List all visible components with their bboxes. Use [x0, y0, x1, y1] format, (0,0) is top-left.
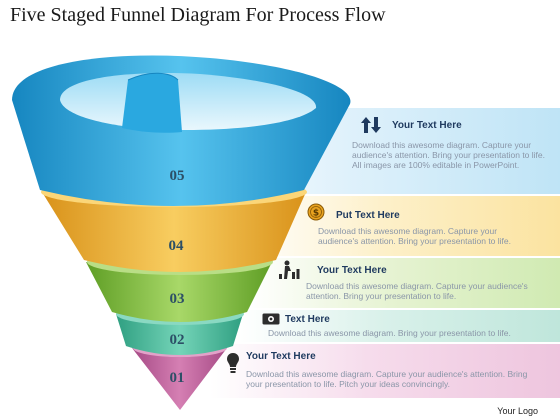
page-title: Five Staged Funnel Diagram For Process F…	[10, 4, 386, 26]
svg-text:$: $	[313, 209, 319, 219]
stage-band-03	[250, 258, 560, 308]
stage-description-04: Download this awesome diagram. Capture y…	[318, 226, 511, 246]
light-bulb-icon	[227, 353, 239, 373]
stage-heading-05: Your Text Here	[392, 120, 462, 131]
dollar-coin-icon: $	[307, 203, 325, 221]
stage-description-03: Download this awesome diagram. Capture y…	[306, 281, 528, 301]
footer-logo-text: Your Logo	[497, 406, 538, 416]
stage-number-03: 03	[170, 291, 185, 307]
stage-heading-02: Text Here	[285, 314, 330, 325]
stage-number-05: 05	[170, 168, 185, 184]
stage-description-02: Download this awesome diagram. Bring you…	[268, 328, 511, 338]
arrows-up-down-icon	[361, 117, 381, 133]
growth-chart-person-icon	[279, 260, 300, 279]
stage-band-01	[210, 344, 560, 398]
stage-band-02	[240, 310, 560, 342]
stage-description-01: Download this awesome diagram. Capture y…	[246, 369, 528, 389]
money-bill-icon	[262, 313, 280, 325]
stage-number-01: 01	[170, 370, 185, 386]
stage-heading-01: Your Text Here	[246, 351, 316, 362]
funnel-stage-05	[12, 55, 351, 207]
stage-heading-04: Put Text Here	[336, 210, 400, 221]
stage-number-04: 04	[169, 238, 185, 254]
stage-heading-03: Your Text Here	[317, 265, 387, 276]
stage-number-02: 02	[170, 332, 185, 348]
stage-description-05: Download this awesome diagram. Capture y…	[352, 140, 545, 170]
